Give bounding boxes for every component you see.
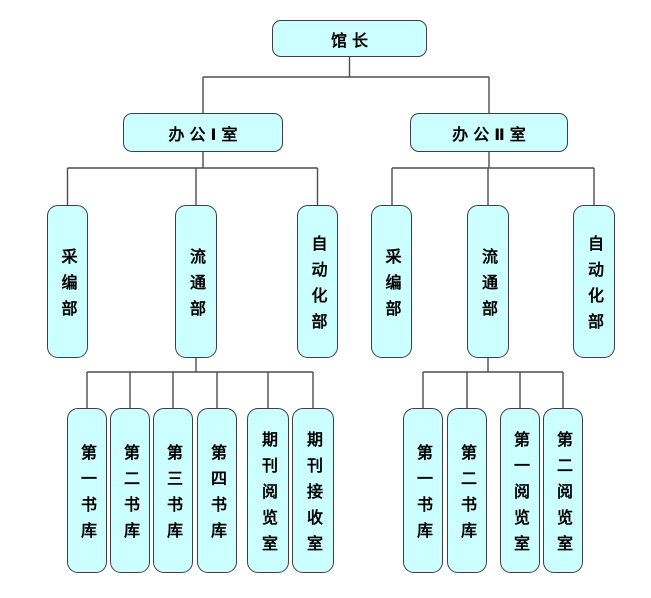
node-office2-reading-room-2: 第二阅览室 bbox=[543, 408, 583, 573]
node-office2-circulation-dept: 流通部 bbox=[467, 205, 509, 358]
node-office1-stack-4: 第四书库 bbox=[197, 408, 237, 573]
connector-office1-dept-drops bbox=[66, 168, 319, 205]
connector-office2-dept-drops bbox=[391, 168, 595, 205]
node-office-1: 办公Ⅰ室 bbox=[123, 113, 283, 152]
node-office2-automation-dept: 自动化部 bbox=[573, 205, 615, 358]
node-office1-periodical-reading-room: 期刊阅览室 bbox=[247, 408, 289, 573]
node-office-2: 办公Ⅱ室 bbox=[410, 113, 568, 152]
node-office1-acquisition-dept: 采编部 bbox=[47, 205, 88, 358]
node-office2-stack-2: 第二书库 bbox=[447, 408, 487, 573]
node-office2-stack-1: 第一书库 bbox=[403, 408, 443, 573]
node-office2-reading-room-1: 第一阅览室 bbox=[500, 408, 540, 573]
node-office1-stack-3: 第三书库 bbox=[153, 408, 193, 573]
node-office1-stack-2: 第二书库 bbox=[110, 408, 150, 573]
node-office2-acquisition-dept: 采编部 bbox=[371, 205, 412, 358]
node-director: 馆长 bbox=[272, 20, 427, 57]
node-office1-periodical-receiving-room: 期刊接收室 bbox=[292, 408, 334, 573]
node-office1-stack-1: 第一书库 bbox=[67, 408, 107, 573]
connector-circ2-unit-drops bbox=[422, 372, 564, 408]
node-office1-automation-dept: 自动化部 bbox=[297, 205, 338, 358]
connector-circ1-unit-drops bbox=[86, 372, 314, 408]
node-office1-circulation-dept: 流通部 bbox=[175, 205, 217, 358]
